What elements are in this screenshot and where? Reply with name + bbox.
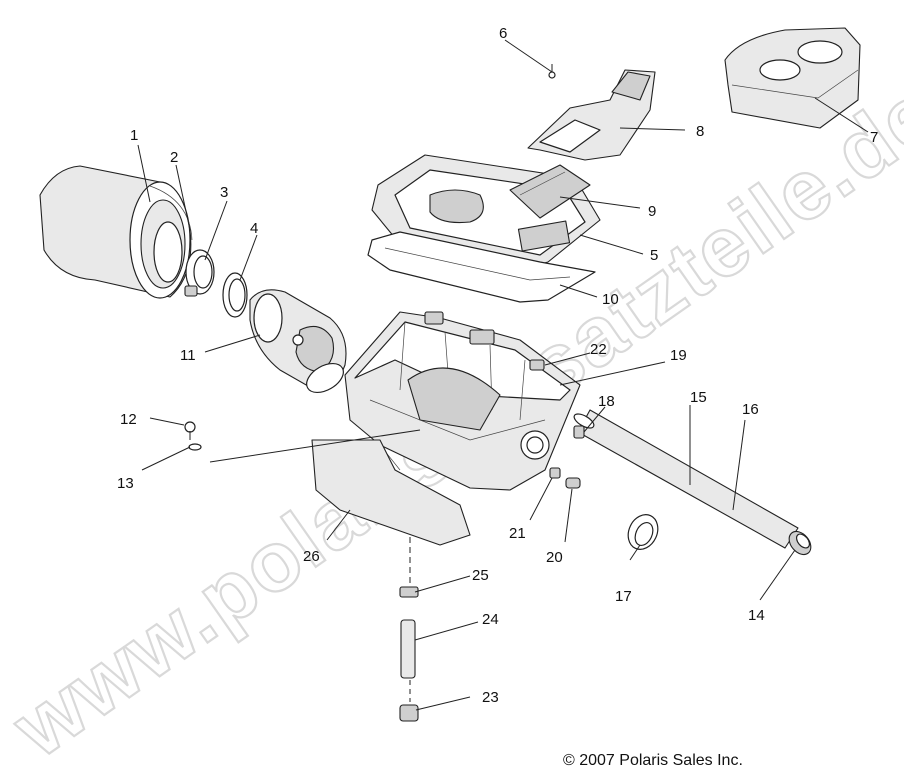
callout-16: 16	[742, 401, 759, 418]
callout-8: 8	[696, 123, 704, 140]
callout-25: 25	[472, 567, 489, 584]
cover-7	[724, 27, 861, 129]
callout-10: 10	[602, 291, 619, 308]
screw-12	[184, 421, 196, 440]
fitting-21	[549, 467, 561, 479]
valve-23	[399, 704, 419, 722]
callout-4: 4	[250, 220, 258, 237]
intake-boot	[249, 289, 347, 394]
callout-11: 11	[180, 347, 196, 364]
callout-22: 22	[590, 341, 607, 358]
hose-24	[400, 619, 416, 679]
cover-plate-9	[509, 164, 591, 219]
clamp-3	[184, 249, 215, 297]
air-filter-element	[39, 165, 193, 299]
ring-4	[222, 272, 248, 318]
callout-2: 2	[170, 149, 178, 166]
plate-26	[311, 439, 471, 546]
washer-13	[188, 443, 202, 451]
callout-21: 21	[509, 525, 526, 542]
fitting-20	[565, 477, 581, 489]
drain-tube	[573, 409, 799, 549]
callout-24: 24	[482, 611, 499, 628]
leader-lines	[137, 39, 869, 711]
callout-23: 23	[482, 689, 499, 706]
callout-12: 12	[120, 411, 137, 428]
callout-18: 18	[598, 393, 615, 410]
callout-7: 7	[870, 129, 878, 146]
fitting-22	[529, 359, 545, 371]
callout-6: 6	[499, 25, 507, 42]
callout-5: 5	[650, 247, 658, 264]
callout-numbers: 1 2 3 4 5 6 7 8 9 10 11 12 13 14 15 16 1…	[117, 25, 878, 706]
callout-9: 9	[648, 203, 656, 220]
callout-26: 26	[303, 548, 320, 565]
fitting-18	[573, 425, 585, 439]
callout-1: 1	[130, 127, 138, 144]
duct-8	[527, 69, 656, 161]
airbox-housing	[344, 311, 581, 491]
copyright-notice: © 2007 Polaris Sales Inc.	[563, 752, 743, 769]
callout-15: 15	[690, 389, 707, 406]
callout-13: 13	[117, 475, 134, 492]
callout-3: 3	[220, 184, 228, 201]
callout-14: 14	[748, 607, 765, 624]
gasket-10	[367, 231, 596, 303]
callout-17: 17	[615, 588, 632, 605]
callout-20: 20	[546, 549, 563, 566]
cap-14	[788, 530, 812, 556]
clamp-17	[627, 514, 659, 550]
callout-19: 19	[670, 347, 687, 364]
clamp-25	[399, 586, 419, 598]
